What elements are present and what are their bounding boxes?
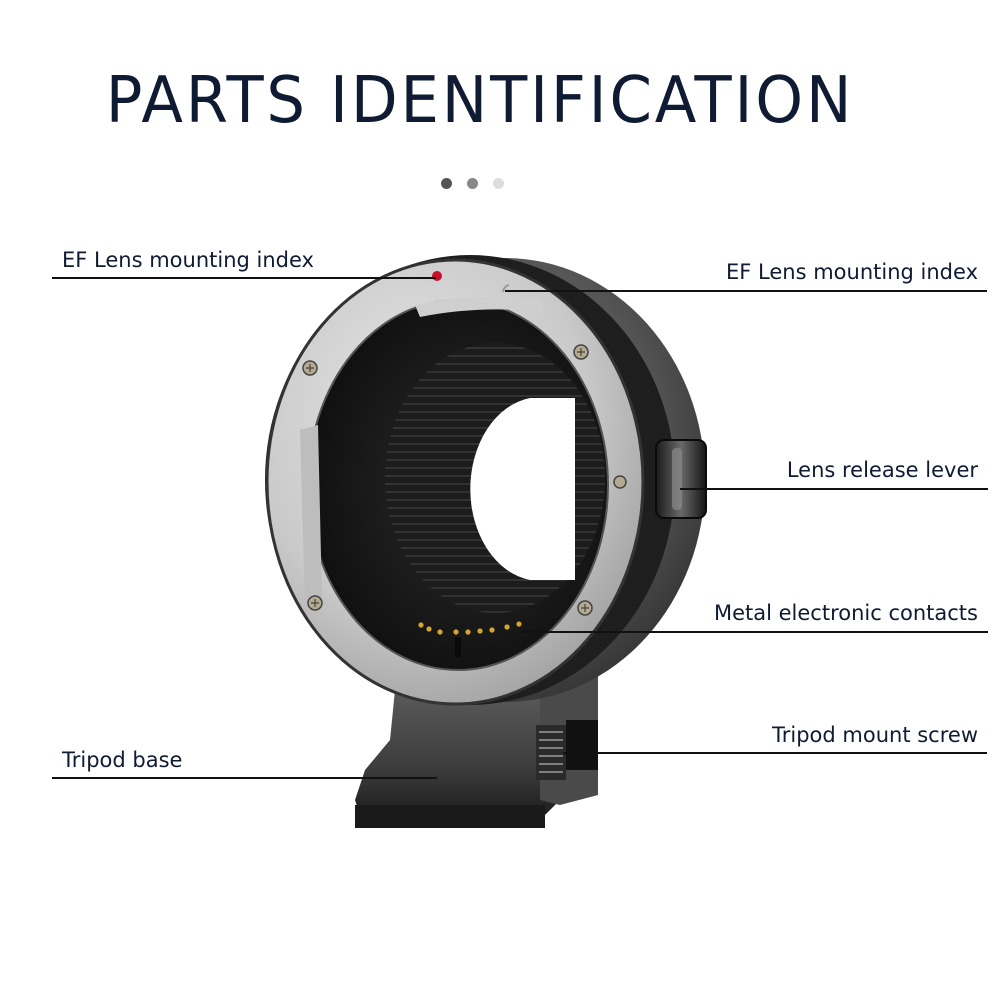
callout-label: EF Lens mounting index — [62, 248, 314, 272]
carousel-dot-3[interactable] — [493, 178, 504, 189]
leader-line — [680, 488, 988, 490]
leader-line — [520, 631, 988, 633]
carousel-dot-2[interactable] — [467, 178, 478, 189]
leader-line — [505, 290, 987, 292]
callout-label: Lens release lever — [786, 458, 978, 482]
callout-label: Tripod mount screw — [772, 723, 978, 747]
callout-label: Metal electronic contacts — [713, 601, 978, 625]
callout-label: Tripod base — [62, 748, 183, 772]
tripod-base-shape — [355, 670, 598, 828]
leader-line — [52, 777, 437, 779]
carousel-dot-1[interactable] — [441, 178, 452, 189]
callout-label: EF Lens mounting index — [726, 260, 978, 284]
page-title: PARTS IDENTIFICATION — [105, 63, 855, 138]
carousel-pagination — [441, 178, 504, 189]
leader-line — [52, 277, 436, 279]
leader-line — [563, 752, 987, 754]
